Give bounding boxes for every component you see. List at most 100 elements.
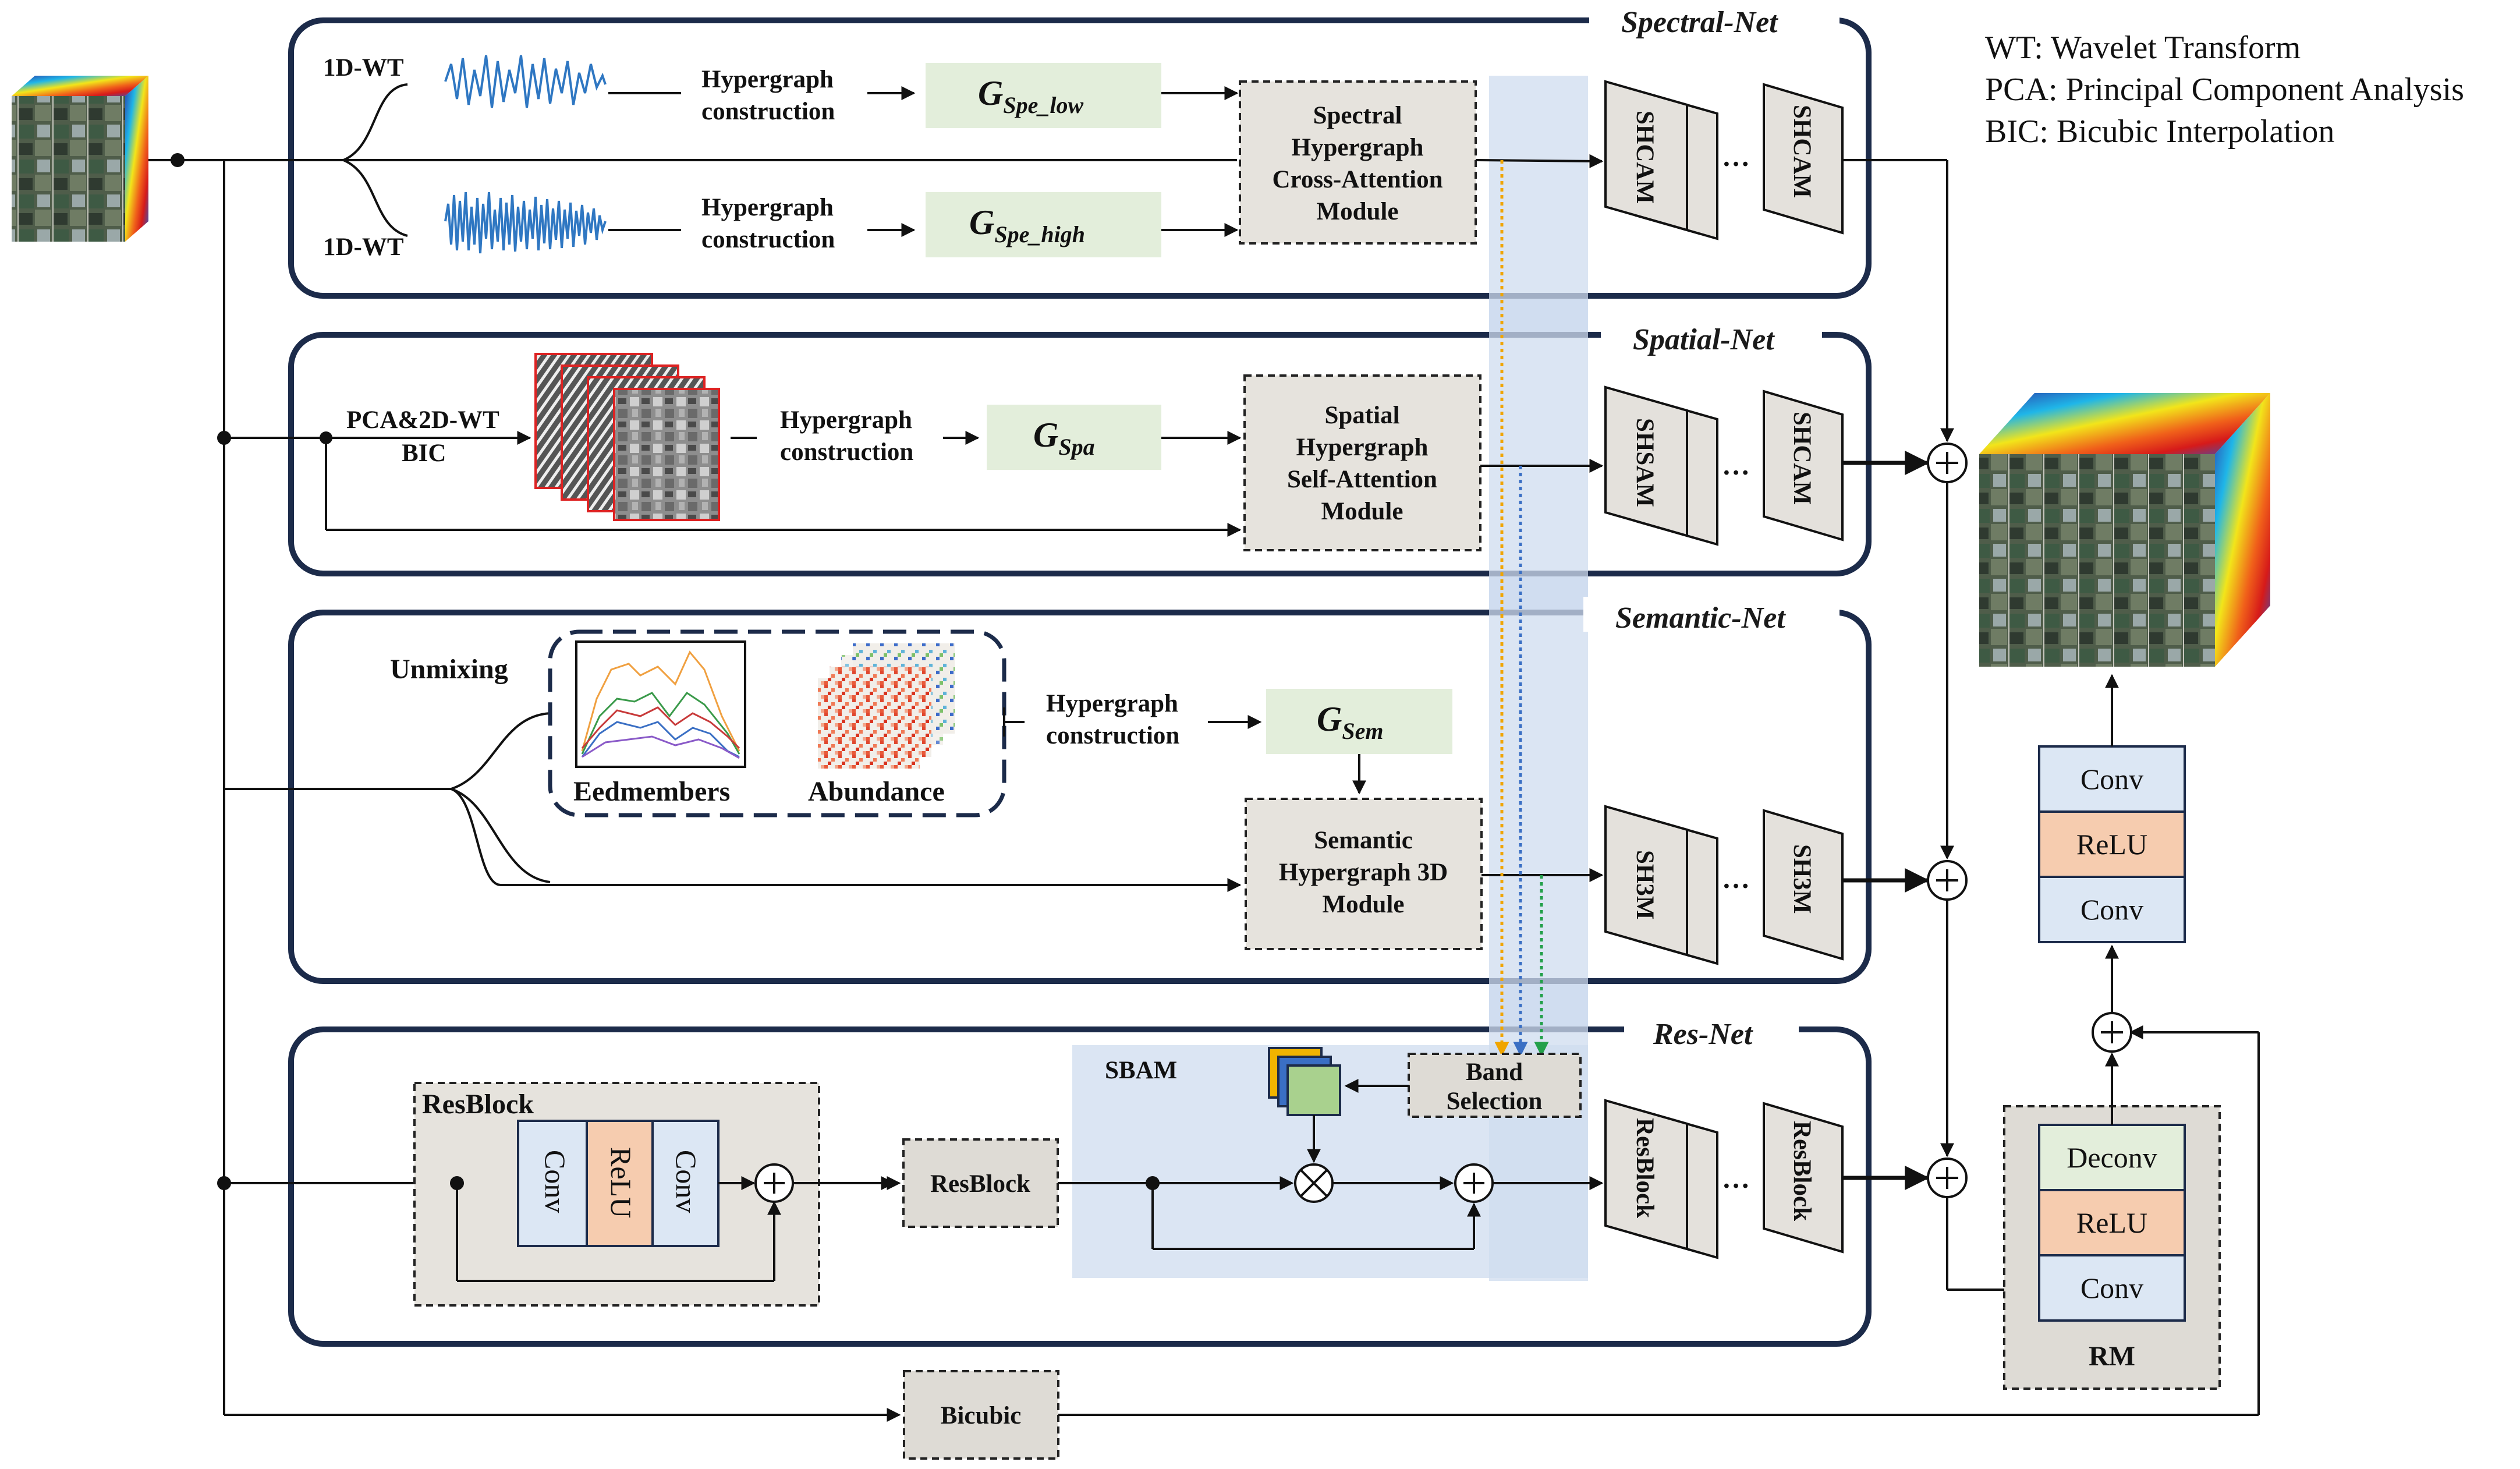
- endmembers-label: Eedmembers: [573, 776, 730, 807]
- fusion-column: [1927, 160, 2036, 1297]
- head-conv-bottom: [2038, 876, 2186, 943]
- g-spe-high: GSpe_high: [969, 203, 1085, 247]
- resblock-title: ResBlock: [422, 1089, 534, 1120]
- spatial-last-block: [1763, 390, 1844, 541]
- rm-deconv-label: Deconv: [2067, 1141, 2157, 1174]
- spectral-hg-top-2: construction: [701, 98, 835, 125]
- g-sem-box: [1266, 689, 1452, 754]
- spatial-ellipsis: …: [1722, 450, 1750, 481]
- resblock2-label: ResBlock: [930, 1170, 1030, 1198]
- waveform-high: [444, 192, 607, 254]
- head-conv-top-label: Conv: [2080, 763, 2143, 795]
- g-spa-box: [987, 405, 1161, 470]
- band-selection-l1: Band: [1466, 1059, 1523, 1086]
- g-spe-low: GSpe_low: [978, 74, 1083, 118]
- legend: WT: Wavelet Transform PCA: Principal Com…: [1985, 30, 2464, 150]
- output-head: Conv ReLU Conv: [2038, 674, 2186, 943]
- rm-conv: [2038, 1254, 2186, 1322]
- sh3m-label-first: SH3M: [1631, 850, 1658, 919]
- shcam-block-last: [1763, 83, 1844, 235]
- spectral-hg-bottom-2: construction: [701, 226, 835, 253]
- output-hsi-cube: [1979, 393, 2270, 667]
- semantic-module-l3: Module: [1323, 891, 1405, 918]
- resnet-block-label-first: ResBlock: [1631, 1118, 1658, 1218]
- semantic-net-title: Semantic-Net: [1615, 601, 1786, 635]
- spectral-module-box: [1239, 80, 1477, 245]
- spectral-net: 1D-WT 1D-WT Hypergraph construction Hype…: [323, 54, 1947, 261]
- refinement-module: Deconv ReLU Conv RM: [2003, 1052, 2221, 1390]
- sh3m-block-first: [1604, 805, 1688, 957]
- semantic-ellipsis: …: [1722, 863, 1750, 894]
- waveform-low: [444, 55, 607, 108]
- spectral-module-l4: Module: [1317, 198, 1399, 225]
- semantic-net: Unmixing Eedmembers Abundance Hypergraph…: [390, 629, 1930, 965]
- head-relu-label: ReLU: [2076, 828, 2147, 861]
- sh3m-label-last: SH3M: [1788, 844, 1816, 914]
- resnet-block-first: [1604, 1099, 1688, 1251]
- spectral-module-l3: Cross-Attention: [1272, 166, 1442, 193]
- bic-label: BIC: [402, 440, 446, 467]
- legend-pca: PCA: Principal Component Analysis: [1985, 72, 2464, 108]
- resblock-conv2-label: Conv: [670, 1150, 703, 1213]
- semantic-module-box: [1245, 798, 1483, 950]
- shsam-label: SHSAM: [1631, 418, 1658, 507]
- shsam-block: [1604, 385, 1688, 537]
- spatial-module-l3: Self-Attention: [1287, 466, 1437, 493]
- shcam-block-first: [1604, 80, 1688, 232]
- endmember-plot: [575, 640, 746, 768]
- rm-title: RM: [2089, 1341, 2135, 1372]
- rm-deconv: [2038, 1124, 2186, 1191]
- g-spe-low-box: [926, 63, 1161, 128]
- spectral-net-title: Spectral-Net: [1621, 6, 1778, 39]
- spatial-module-l4: Module: [1321, 498, 1403, 525]
- g-spa: GSpa: [1033, 416, 1095, 460]
- resblock-relu-label: ReLU: [605, 1147, 637, 1218]
- unmixing-label: Unmixing: [390, 654, 508, 685]
- bicubic-label: Bicubic: [941, 1402, 1022, 1429]
- head-conv-bottom-label: Conv: [2080, 893, 2143, 926]
- wavelet-image-stack: [534, 353, 720, 521]
- spatial-hg-1: Hypergraph: [780, 406, 912, 434]
- spatial-module-l1: Spatial: [1324, 402, 1399, 429]
- spatial-module-l2: Hypergraph: [1296, 434, 1429, 461]
- sbam-label: SBAM: [1105, 1057, 1177, 1084]
- band-selection-arrows: [1494, 160, 1549, 1057]
- pca-label: PCA&2D-WT: [346, 406, 499, 434]
- bicubic-box: [903, 1370, 1059, 1460]
- rm-conv-label: Conv: [2080, 1272, 2143, 1304]
- res-net: ResBlock Conv ReLU Conv ResBlock SBAM Ba…: [413, 1047, 1930, 1307]
- band-selection-l2: Selection: [1447, 1088, 1543, 1115]
- resnet-block-last: [1763, 1102, 1844, 1254]
- selected-bands-stack: [1268, 1047, 1341, 1116]
- unmixing-group: [548, 629, 1006, 817]
- sh3m-block-last: [1763, 809, 1844, 961]
- resnet-block-label-last: ResBlock: [1788, 1121, 1816, 1221]
- head-relu: [2038, 810, 2186, 878]
- spatial-net-title: Spatial-Net: [1633, 323, 1775, 356]
- legend-bic: BIC: Bicubic Interpolation: [1985, 114, 2334, 150]
- spatial-net: PCA&2D-WT BIC Hypergraph construction GS…: [320, 353, 1930, 551]
- res-ellipsis: …: [1722, 1163, 1750, 1194]
- semantic-module-l1: Semantic: [1314, 827, 1413, 854]
- resblock2-box: [902, 1138, 1059, 1228]
- semantic-module-l2: Hypergraph 3D: [1279, 859, 1448, 886]
- spectral-ellipsis: …: [1722, 141, 1750, 172]
- shcam-label-last: SHCAM: [1788, 105, 1816, 198]
- wt-bottom-label: 1D-WT: [323, 233, 404, 261]
- abundance-stack: [818, 643, 955, 769]
- semantic-hg-2: construction: [1046, 722, 1179, 749]
- rm-relu-label: ReLU: [2076, 1206, 2147, 1239]
- spatial-module-box: [1243, 374, 1481, 551]
- shcam-label-first: SHCAM: [1631, 111, 1658, 204]
- spectral-module-l2: Hypergraph: [1292, 134, 1424, 161]
- wt-top-label: 1D-WT: [323, 54, 404, 82]
- res-net-title: Res-Net: [1653, 1018, 1753, 1051]
- input-hsi-cube: [12, 76, 148, 242]
- spectral-hg-top-1: Hypergraph: [701, 66, 834, 93]
- resblock-conv2: [651, 1120, 720, 1247]
- spatial-hg-2: construction: [780, 438, 913, 466]
- resblock-conv1-label: Conv: [539, 1150, 572, 1213]
- g-sem: GSem: [1317, 700, 1383, 744]
- abundance-label: Abundance: [808, 776, 945, 807]
